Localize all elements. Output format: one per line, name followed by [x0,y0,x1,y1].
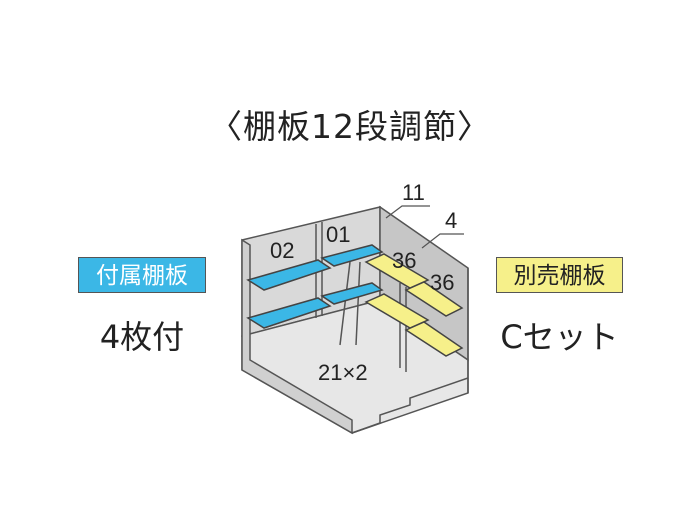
included-shelf [320,244,384,267]
included-shelf [246,259,332,291]
separate-shelf [404,281,464,317]
label-4: 4 [445,208,457,233]
leader-line [421,233,464,249]
door-step [351,377,469,434]
page-title: 〈棚板12段調節〉 [209,107,491,146]
separate-shelf [364,293,430,329]
label-01: 01 [326,222,350,247]
separate-shelf [364,253,430,289]
separate-shelf-quantity: Cセット [500,318,619,356]
included-shelf [320,282,384,305]
label-36-b: 36 [430,270,454,295]
support-rod [355,261,361,346]
separate-shelf-badge: 別売棚板 [496,257,623,293]
left-wall [241,238,353,435]
separate-shelf [404,321,464,357]
label-11: 11 [402,180,425,205]
label-21x2: 21×2 [318,360,368,385]
label-02: 02 [270,238,294,263]
leader-line [385,205,430,219]
support-rod [339,261,351,346]
included-shelf-quantity: 4枚付 [99,318,185,356]
label-36-a: 36 [392,248,416,273]
included-shelf [246,297,332,329]
included-shelf-badge: 付属棚板 [78,257,206,293]
